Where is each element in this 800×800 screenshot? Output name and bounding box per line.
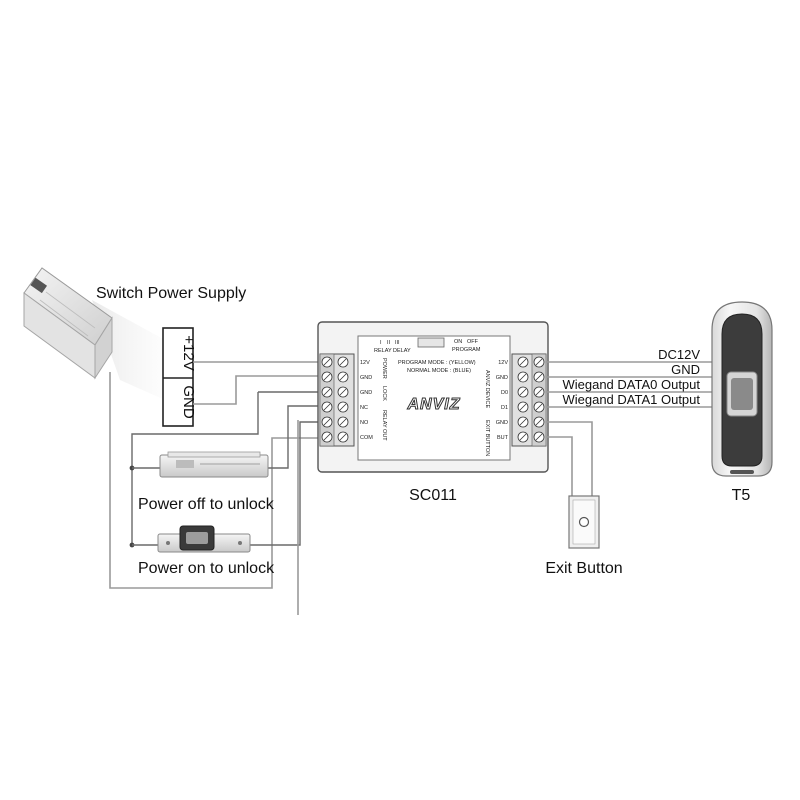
controller-sc011: I II III RELAY DELAY ON OFF PROGRAM PROG… [317,321,549,504]
reader-conn-data1: Wiegand DATA1 Output [562,392,700,407]
controller-face-panel [357,335,511,461]
left-term-12v: 12V [360,360,370,366]
left-group-power: POWER [381,358,387,379]
wire-lock1-nc [268,405,318,469]
wire-button-but [546,436,573,498]
left-terminal-block: 12V GND GND NC NO COM POWER LOCK RELAY O… [319,353,387,447]
brand-logo: ANVIZ [407,396,461,413]
left-group-relay: RELAY OUT [381,410,387,441]
exit-button-label: Exit Button [545,560,622,577]
reader-conn-data0: Wiegand DATA0 Output [562,377,700,392]
relay-delay-pos-2: II [387,340,391,346]
right-wiring [546,361,712,498]
left-wiring [109,361,318,615]
right-group-button: EXIT BUTTON [484,420,490,456]
power-off-lock-label: Power off to unlock [138,496,275,513]
controller-name: SC011 [409,487,457,504]
right-term-but: BUT [497,435,509,441]
right-term-12v: 12V [498,360,508,366]
right-term-gnd-2: GND [496,420,508,426]
psu-terminal-12v: +12V [180,335,197,370]
power-on-lock: Power on to unlock [138,525,275,577]
power-off-lock: Power off to unlock [138,451,275,513]
reader-conn-dc12v: DC12V [658,347,700,362]
wire-lock-common-bus [131,392,259,545]
right-term-gnd-1: GND [496,375,508,381]
right-term-d1: D1 [501,405,508,411]
power-on-lock-label: Power on to unlock [138,560,275,577]
normal-mode-text: NORMAL MODE : (BLUE) [407,368,471,374]
power-supply: Switch Power Supply +12V GND [23,267,246,427]
left-term-gnd-2: GND [360,390,372,396]
wire-gnd-to-controller [193,375,318,405]
relay-delay-label: RELAY DELAY [374,348,411,354]
wire-button-gnd [546,421,593,498]
switch-off-label: OFF [467,339,479,345]
left-term-no: NO [360,420,369,426]
relay-delay-pos-3: III [395,340,400,346]
reader-conn-gnd: GND [671,362,700,377]
psu-terminal-block [162,327,194,427]
psu-terminal-gnd: GND [180,385,197,419]
right-group-device: ANVIZ DEVICE [484,370,490,409]
reader-name: T5 [732,487,751,504]
left-term-com: COM [360,435,373,441]
dip-switch [417,337,445,348]
right-term-d0: D0 [501,390,508,396]
right-terminal-block: 12V GND D0 D1 GND BUT ANVIZ DEVICE EXIT … [484,353,547,456]
switch-program-label: PROGRAM [452,347,481,353]
left-group-lock: LOCK [381,386,387,401]
program-mode-text: PROGRAM MODE : (YELLOW) [398,360,476,366]
t5-reader: T5 [711,301,773,504]
exit-button: Exit Button [545,495,623,577]
psu-title: Switch Power Supply [96,285,246,302]
wire-lock2-no [250,421,318,546]
power-supply-icon [23,267,113,380]
switch-on-label: ON [454,339,462,345]
relay-delay-pos-1: I [380,340,382,346]
left-term-gnd-1: GND [360,375,372,381]
left-term-nc: NC [360,405,368,411]
